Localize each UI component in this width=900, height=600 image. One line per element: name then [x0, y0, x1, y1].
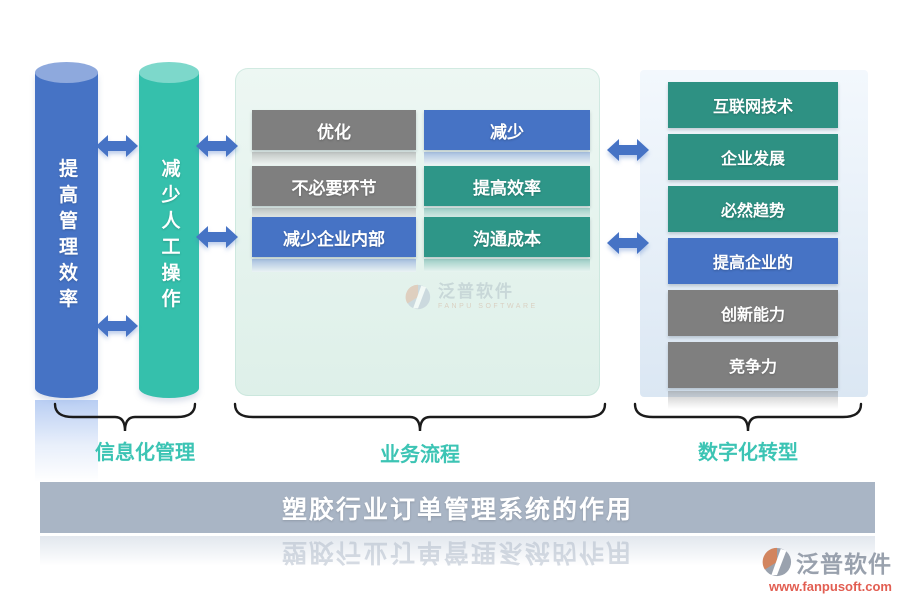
box-reflection	[424, 152, 590, 165]
cylinder-top-ellipse	[139, 62, 199, 83]
double-arrow-icon	[607, 232, 649, 254]
brace-digital-transformation	[633, 402, 863, 432]
watermark-brand: 泛普软件	[438, 282, 514, 301]
brace-information-management	[53, 402, 197, 432]
middle-box-unnecessary-steps: 不必要环节	[252, 166, 416, 206]
right-box-internet-technology: 互联网技术	[668, 82, 838, 128]
fanpu-logo-icon	[762, 547, 792, 577]
right-box-improve-enterprise: 提高企业的	[668, 238, 838, 284]
double-arrow-icon	[96, 315, 138, 337]
middle-box-optimize: 优化	[252, 110, 416, 150]
box-reflection	[252, 152, 416, 165]
middle-box-reduce-internal: 减少企业内部	[252, 217, 416, 257]
cylinder-body	[35, 72, 98, 398]
cylinder-top-ellipse	[35, 62, 98, 83]
group-label-business-process: 业务流程	[380, 444, 460, 466]
cylinder-body	[139, 72, 199, 398]
cylinder-label: 提高管理效率	[56, 158, 77, 315]
group-label-digital-transformation: 数字化转型	[698, 442, 798, 464]
cylinder-reduce-manual-work: 减少人工操作	[139, 62, 199, 398]
watermark-subtext: FANPU SOFTWARE	[438, 303, 538, 310]
title-reflection-text: 塑胶行业订单管理系统的作用	[281, 538, 633, 566]
double-arrow-icon	[196, 226, 238, 248]
box-reflection	[252, 259, 416, 272]
right-box-innovation-ability: 创新能力	[668, 290, 838, 336]
page-title: 塑胶行业订单管理系统的作用	[281, 495, 633, 524]
cylinder-reflection	[35, 400, 98, 482]
watermark: 泛普软件 FANPU SOFTWARE	[405, 283, 538, 310]
double-arrow-icon	[607, 139, 649, 161]
footer-brand-name: 泛普软件	[796, 551, 892, 577]
watermark-logo-icon	[405, 284, 431, 309]
middle-box-reduce: 减少	[424, 110, 590, 150]
footer-brand-url: www.fanpusoft.com	[768, 579, 892, 594]
brace-business-process	[233, 402, 607, 432]
footer-brand: 泛普软件 www.fanpusoft.com	[762, 545, 892, 594]
title-reflection: 塑胶行业订单管理系统的作用	[40, 536, 875, 566]
double-arrow-icon	[196, 135, 238, 157]
right-box-inevitable-trend: 必然趋势	[668, 186, 838, 232]
title-bar: 塑胶行业订单管理系统的作用	[40, 482, 875, 533]
middle-box-improve-efficiency: 提高效率	[424, 166, 590, 206]
double-arrow-icon	[96, 135, 138, 157]
group-label-information-management: 信息化管理	[95, 442, 195, 464]
cylinder-manage-efficiency: 提高管理效率	[35, 62, 98, 398]
box-reflection	[668, 391, 838, 409]
right-box-enterprise-development: 企业发展	[668, 134, 838, 180]
middle-box-communication-cost: 沟通成本	[424, 217, 590, 257]
cylinder-label: 减少人工操作	[158, 158, 180, 315]
box-reflection	[424, 259, 590, 272]
right-box-competitiveness: 竞争力	[668, 342, 838, 388]
